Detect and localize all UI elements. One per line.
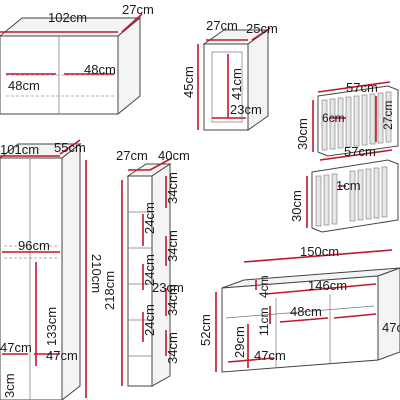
slats-top (321, 91, 392, 151)
wall-cabinet-depth-label: 27cm (122, 2, 154, 17)
wardrobe-right-shelf-label: 47cm (46, 348, 78, 363)
tv-unit-middle-width-label: 48cm (290, 304, 322, 319)
wardrobe-depth-line (59, 139, 81, 155)
shelf-column-right-label-2: 23cm (152, 280, 184, 295)
slat-top-width-label: 57cm (346, 80, 378, 95)
slat-top-bottom-width-label: 57cm (344, 144, 376, 159)
tv-unit-height-label: 52cm (198, 314, 213, 346)
tv-unit-middle-width-line (279, 317, 329, 323)
tv-unit-inner-width-label: 146cm (308, 278, 347, 293)
slat-top-gap-label: 6cm (322, 111, 345, 125)
small-cabinet-inner-width-label: 23cm (230, 102, 262, 117)
slat-top-right-label: 27cm (381, 101, 395, 130)
wall-cabinet-right-shelf-label: 48cm (84, 62, 116, 77)
tv-unit-top-gap-label: 4cm (257, 275, 271, 298)
slat-top-width-line (317, 81, 391, 93)
slat-bottom-height-label: 30cm (289, 190, 304, 222)
shelf-column: 27cm 40cm 218cm 34cm 24cm 24cm 24cm 34cm… (102, 148, 190, 387)
tv-unit-left-width-label: 47cm (254, 348, 286, 363)
wall-cabinet-depth-line (121, 13, 143, 33)
shelf-column-width-label: 27cm (116, 148, 148, 163)
shelf-column-depth-line (149, 157, 173, 171)
slat-top-height-label: 30cm (295, 118, 310, 150)
tv-unit-drawer-height-label: 11cm (257, 308, 271, 336)
slats-bottom (315, 166, 388, 227)
shelf-column-left-label-3: 24cm (142, 304, 157, 336)
shelf-column-right-label-4: 34cm (165, 332, 180, 364)
slat-panel-bottom: 30cm 1cm (289, 159, 399, 233)
shelf-column-height-label: 218cm (102, 271, 117, 310)
tv-unit-inner-width-line (265, 283, 377, 295)
shelf-column-depth-label: 40cm (158, 148, 190, 163)
wardrobe-left-shelf-label: 47cm (0, 340, 32, 355)
wardrobe-depth-label: 55cm (54, 140, 86, 155)
wardrobe-inner-height-label: 133cm (44, 307, 59, 346)
shelf-column-left-label-2: 24cm (142, 254, 157, 286)
wall-cabinet: 102cm 27cm 48cm 48cm (0, 2, 154, 116)
shelf-column-right-label-3: 34cm (165, 284, 180, 316)
shelf-column-right-label-1: 34cm (165, 230, 180, 262)
tv-unit-left-width-line (227, 357, 275, 363)
small-cabinet-depth-label: 25cm (246, 21, 278, 36)
tv-unit-inner-height-label: 29cm (232, 326, 247, 358)
tv-unit: 150cm 146cm 4cm 52cm 29cm 11cm 48cm 47cm… (198, 244, 400, 373)
small-cabinet-inner-height-label: 41cm (229, 68, 244, 100)
wardrobe-inner-width-label: 96cm (18, 238, 50, 253)
tv-unit-right-width-label: 47cm (382, 320, 400, 335)
tv-unit-width-label: 150cm (300, 244, 339, 259)
shelf-column-top-label: 34cm (165, 172, 180, 204)
tv-unit-right-width-line (333, 313, 377, 319)
small-cabinet-height-label: 45cm (181, 66, 196, 98)
wardrobe: 101cm 55cm 210cm 96cm 133cm 47cm 47cm 3c… (0, 139, 104, 400)
small-cabinet-width-label: 27cm (206, 18, 238, 33)
wardrobe-height-label: 210cm (89, 254, 104, 293)
small-cabinet: 27cm 25cm 45cm 41cm 23cm (181, 18, 278, 131)
wardrobe-width-label: 101cm (0, 142, 39, 157)
wall-cabinet-width-label: 102cm (48, 10, 87, 25)
shelf-column-left-label-1: 24cm (142, 202, 157, 234)
tv-unit-width-line (243, 249, 393, 263)
wall-cabinet-left-shelf-label: 48cm (8, 78, 40, 93)
slat-panel-top: 57cm 30cm 6cm 27cm 57cm (295, 80, 399, 161)
small-cabinet-depth-line (251, 27, 271, 41)
slat-top-bottom-width-line (319, 149, 393, 161)
wardrobe-bottom-label: 3cm (2, 373, 17, 398)
slat-bottom-gap-label: 1cm (336, 178, 361, 193)
